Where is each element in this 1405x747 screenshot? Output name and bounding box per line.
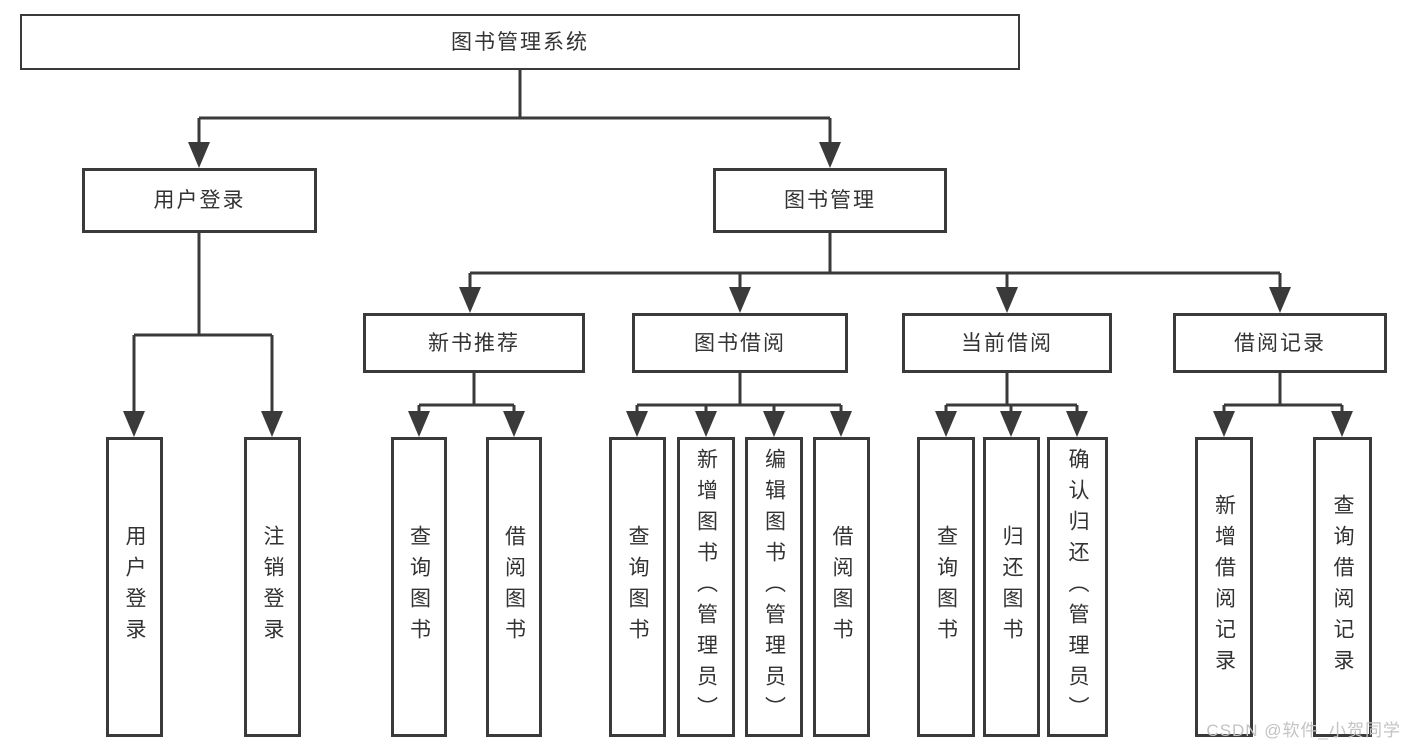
node-edit-book-admin: 编辑图书（管理员） xyxy=(745,437,803,737)
node-book-management: 图书管理 xyxy=(713,168,947,233)
node-search-book-borrow: 查询图书 xyxy=(609,437,666,737)
connector-book-borrow xyxy=(626,373,852,437)
connector-user-login xyxy=(123,233,283,437)
node-add-book-admin: 新增图书（管理员） xyxy=(677,437,735,737)
node-confirm-return-admin: 确认归还（管理员） xyxy=(1047,437,1108,737)
watermark: CSDN @软件_小贺同学 xyxy=(1206,721,1401,740)
connector-book-management xyxy=(459,233,1291,313)
node-book-borrow: 图书借阅 xyxy=(632,313,848,373)
node-root: 图书管理系统 xyxy=(20,14,1020,70)
node-search-book-recommend: 查询图书 xyxy=(391,437,447,737)
connector-new-book xyxy=(408,373,525,437)
connector-root xyxy=(188,70,841,168)
node-search-borrow-record: 查询借阅记录 xyxy=(1313,437,1372,737)
node-borrow-records: 借阅记录 xyxy=(1173,313,1387,373)
node-return-book: 归还图书 xyxy=(983,437,1040,737)
node-search-book-current: 查询图书 xyxy=(917,437,975,737)
connector-borrow-records xyxy=(1213,373,1353,437)
node-current-borrow: 当前借阅 xyxy=(902,313,1112,373)
node-user-login: 用户登录 xyxy=(82,168,317,233)
node-borrow-book-leaf: 借阅图书 xyxy=(813,437,870,737)
node-new-book-recommend: 新书推荐 xyxy=(363,313,585,373)
node-logout-leaf: 注销登录 xyxy=(244,437,301,737)
node-add-borrow-record: 新增借阅记录 xyxy=(1195,437,1253,737)
node-borrow-book-recommend: 借阅图书 xyxy=(486,437,542,737)
connector-current-borrow xyxy=(935,373,1088,437)
node-user-login-leaf: 用户登录 xyxy=(106,437,163,737)
